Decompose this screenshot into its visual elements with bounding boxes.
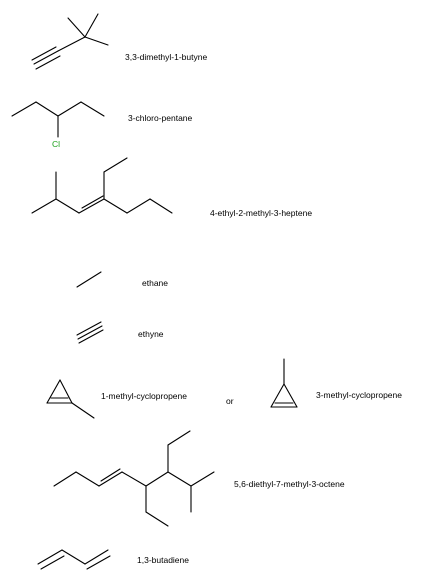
name-dimethylbutyne: 3,3-dimethyl-1-butyne: [125, 52, 208, 62]
structure-methylcyclopropene3: [270, 358, 298, 408]
name-ethyne: ethyne: [138, 329, 164, 339]
structure-chloropentane: [11, 101, 105, 138]
name-methylcyclopropene1: 1-methyl-cyclopropene: [101, 391, 187, 401]
structure-butadiene: [37, 549, 111, 570]
structure-ethane: [76, 271, 102, 288]
structure-dimethylbutyne: [31, 13, 109, 70]
connector-or: or: [226, 396, 234, 406]
chlorine-atom-label: Cl: [52, 139, 61, 149]
name-chloropentane: 3-chloro-pentane: [128, 113, 193, 123]
name-diethylmethyloctene: 5,6-diethyl-7-methyl-3-octene: [234, 479, 345, 489]
name-ethylmethylheptene: 4-ethyl-2-methyl-3-heptene: [210, 208, 313, 218]
structure-diethylmethyloctene: [53, 430, 215, 527]
structure-ethyne: [76, 321, 104, 344]
name-ethane: ethane: [142, 278, 168, 288]
structure-methylcyclopropene1: [46, 379, 95, 419]
structure-ethylmethylheptene: [31, 157, 173, 214]
name-methylcyclopropene3: 3-methyl-cyclopropene: [316, 390, 402, 400]
name-butadiene: 1,3-butadiene: [137, 555, 189, 565]
